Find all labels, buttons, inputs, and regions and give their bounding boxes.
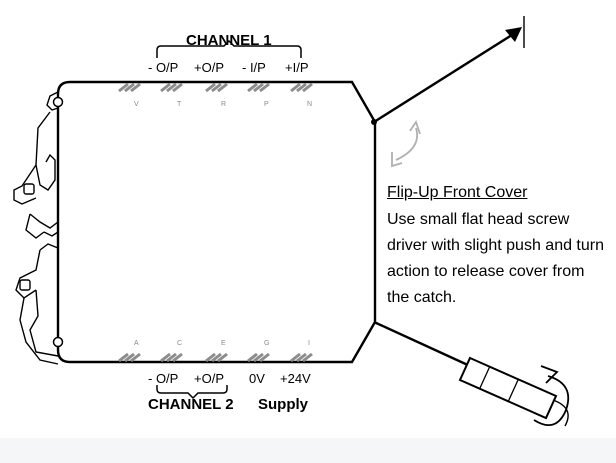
- channel-2-brace: [156, 385, 228, 400]
- top-signal-pos-ip: +I/P: [285, 60, 309, 75]
- top-signal-pos-op: +O/P: [194, 60, 224, 75]
- bottom-background-strip: [0, 438, 616, 463]
- top-terminal-r: R: [221, 101, 227, 108]
- rotation-arrow-icon: [391, 119, 421, 168]
- din-rail-clip: [13, 91, 59, 365]
- note-body: Use small flat head screw driver with sl…: [387, 211, 604, 306]
- bottom-signal-pos-op: +O/P: [194, 371, 224, 386]
- bottom-signal-0v: 0V: [249, 371, 265, 386]
- cover-arrow-icon: [505, 16, 525, 48]
- channel-1-label: CHANNEL 1: [186, 32, 272, 49]
- top-terminal-t: T: [177, 101, 182, 108]
- top-terminal-v: V: [134, 101, 140, 108]
- screw-top-left: [52, 96, 64, 108]
- channel-1-brace: [156, 39, 302, 58]
- channel-2-label: CHANNEL 2: [148, 396, 234, 413]
- bottom-terminal-i: I: [308, 340, 311, 347]
- supply-label: Supply: [258, 396, 309, 413]
- module-body-outline: [56, 80, 377, 364]
- top-terminal-p: P: [264, 101, 270, 108]
- flip-up-cover: [373, 31, 516, 124]
- bottom-terminal-a: A: [134, 340, 140, 347]
- bottom-terminal-e: E: [221, 340, 227, 347]
- note-title: Flip-Up Front Cover: [387, 184, 528, 201]
- bottom-terminal-c: C: [177, 340, 183, 347]
- top-terminal-n: N: [307, 101, 313, 108]
- screwdriver-icon: [373, 320, 570, 427]
- bottom-signal-neg-op: - O/P: [148, 371, 179, 386]
- bottom-terminal-g: G: [264, 340, 270, 347]
- top-terminal-stripes: [118, 82, 313, 93]
- bottom-terminal-stripes: [118, 352, 313, 363]
- bottom-signal-24v: +24V: [280, 371, 311, 386]
- top-signal-neg-ip: - I/P: [242, 60, 266, 75]
- screw-bottom-left: [52, 336, 64, 348]
- top-signal-neg-op: - O/P: [148, 60, 179, 75]
